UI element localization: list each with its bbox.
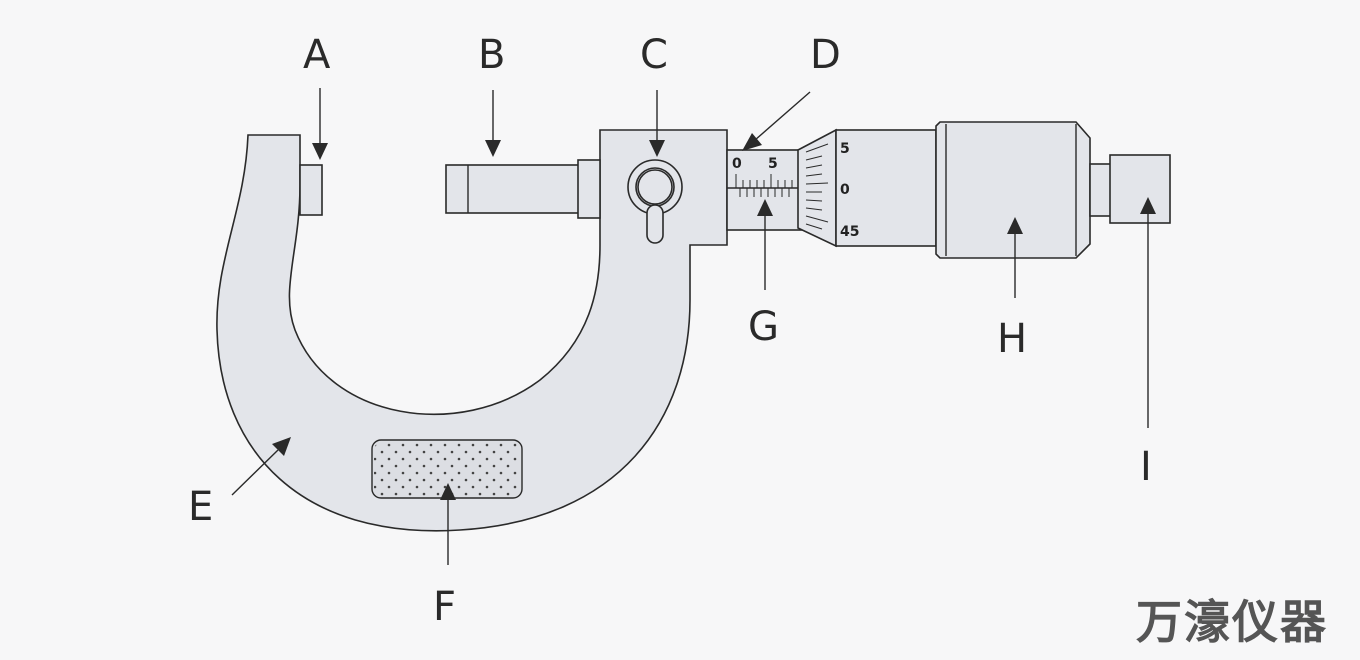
thimble-scale-top: 5	[840, 141, 850, 157]
ratchet	[1109, 154, 1171, 224]
label-h: H	[997, 316, 1027, 362]
thimble-bevel	[797, 128, 837, 248]
label-f: F	[433, 584, 456, 630]
pointer-g	[757, 199, 773, 290]
spindle-collar	[577, 159, 601, 219]
sleeve-ticks	[735, 174, 793, 197]
sleeve-five: 5	[768, 156, 778, 172]
label-d: D	[810, 32, 841, 78]
pointer-c	[649, 90, 665, 157]
pointer-h	[1007, 217, 1023, 298]
pointer-a	[312, 88, 328, 160]
thimble-grip	[935, 121, 1091, 259]
frame	[216, 129, 728, 532]
watermark: 万濠仪器	[1136, 595, 1328, 649]
thimble	[835, 129, 937, 247]
sleeve-zero: 0	[732, 156, 742, 172]
label-b: B	[478, 32, 505, 78]
pointer-d	[742, 91, 811, 151]
pointer-i	[1140, 197, 1156, 428]
label-i: I	[1140, 444, 1152, 490]
label-c: C	[640, 32, 668, 78]
label-a: A	[303, 32, 331, 78]
pointer-e	[231, 437, 291, 496]
thimble-ticks	[805, 143, 829, 230]
pointer-b	[485, 90, 501, 157]
pointer-f	[440, 483, 456, 565]
thimble-scale-bottom: 45	[840, 224, 859, 240]
anvil	[299, 164, 323, 216]
label-e: E	[188, 484, 213, 530]
label-g: G	[748, 304, 779, 350]
thimble-scale-middle: 0	[840, 182, 850, 198]
spindle	[445, 164, 582, 214]
